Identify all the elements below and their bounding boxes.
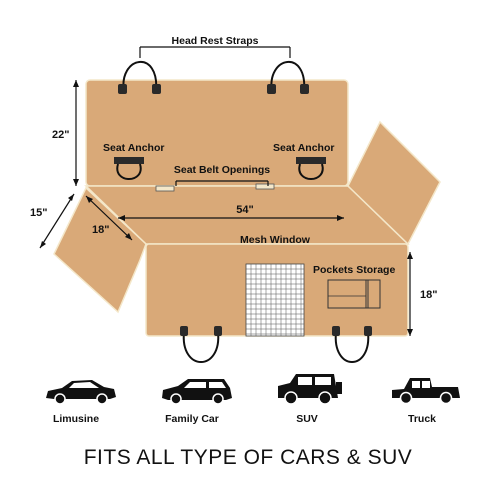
front-height-label: 18" bbox=[420, 289, 437, 301]
head-rest-straps-label: Head Rest Straps bbox=[172, 35, 259, 47]
pickup-truck-icon bbox=[392, 378, 460, 405]
head-rest-bracket bbox=[139, 46, 291, 58]
front-height-arrow bbox=[407, 252, 413, 336]
right-side-flap bbox=[347, 120, 441, 246]
storage-pockets bbox=[327, 279, 381, 309]
side-flap-width-arrow bbox=[85, 195, 133, 241]
vehicle-label-family-car: Family Car bbox=[165, 413, 219, 425]
head-rest-strap-right bbox=[267, 61, 309, 94]
wagon-icon bbox=[162, 379, 232, 405]
width-dimension-arrow bbox=[118, 215, 344, 221]
seat-belt-openings bbox=[155, 180, 275, 192]
pockets-storage-label: Pockets Storage bbox=[313, 264, 395, 276]
sedan-icon bbox=[46, 380, 116, 405]
seat-anchor-left-label: Seat Anchor bbox=[103, 142, 164, 154]
bottom-strap-left bbox=[180, 326, 222, 363]
side-flap-width-label: 18" bbox=[92, 224, 109, 236]
back-height-arrow bbox=[73, 80, 79, 186]
head-rest-strap-left bbox=[118, 61, 161, 94]
headline: FITS ALL TYPE OF CARS & SUV bbox=[84, 446, 413, 469]
seat-belt-openings-label: Seat Belt Openings bbox=[174, 164, 270, 176]
suv-icon bbox=[278, 374, 342, 405]
vehicle-label-suv: SUV bbox=[296, 413, 318, 425]
bottom-strap-right bbox=[332, 326, 372, 363]
mesh-window bbox=[245, 263, 305, 337]
side-flap-depth-arrow bbox=[39, 193, 75, 249]
vehicle-label-limusine: Limusine bbox=[53, 413, 99, 425]
vehicle-label-truck: Truck bbox=[408, 413, 436, 425]
width-dimension-label: 54" bbox=[236, 204, 253, 216]
seat-anchor-right-label: Seat Anchor bbox=[273, 142, 334, 154]
side-flap-depth-label: 15" bbox=[30, 207, 47, 219]
back-height-label: 22" bbox=[52, 129, 69, 141]
seat-anchor-right-icon bbox=[296, 157, 326, 180]
seat-anchor-left-icon bbox=[114, 157, 144, 180]
mesh-window-label: Mesh Window bbox=[240, 234, 311, 246]
left-side-flap bbox=[53, 186, 147, 314]
